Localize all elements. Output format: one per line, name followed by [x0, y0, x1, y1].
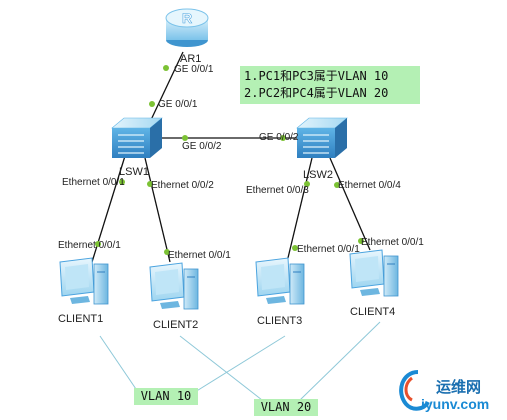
watermark-logo-icon	[399, 370, 430, 411]
client2-pc-icon[interactable]	[149, 262, 199, 310]
router-glyph: R	[182, 10, 192, 26]
watermark-title: 运维网	[436, 379, 482, 396]
port-label-client3: Ethernet 0/0/1	[297, 244, 360, 255]
router-ar1-name: AR1	[180, 53, 202, 65]
port-label-lsw2-eth3: Ethernet 0/0/3	[246, 185, 309, 196]
port-label-lsw2-trunk: GE 0/0/2	[259, 132, 299, 143]
vlan20-link-client2	[179, 335, 263, 401]
client4-name: CLIENT4	[350, 306, 396, 318]
link-ar1-lsw1	[149, 51, 184, 123]
switch-lsw2-name: LSW2	[303, 169, 333, 181]
vlan-note-line-2: 2.PC2和PC4属于VLAN 20	[244, 86, 389, 100]
vlan10-link-client3	[194, 335, 286, 393]
port-dot-client3	[292, 245, 298, 251]
link-lsw2-client4	[329, 157, 371, 251]
port-dot-lsw1-eth2	[147, 181, 153, 187]
port-label-lsw2-eth4: Ethernet 0/0/4	[338, 180, 401, 191]
port-dot-lsw1-trunk	[182, 135, 188, 141]
client4-pc-icon[interactable]	[349, 249, 399, 297]
vlan20-link-client4	[299, 321, 381, 401]
vlan20-box: VLAN 20	[254, 399, 318, 416]
port-dot-client4	[358, 238, 364, 244]
port-dot-lsw1-up	[149, 101, 155, 107]
vlan-association-lines	[99, 321, 381, 401]
client3-name: CLIENT3	[257, 315, 303, 327]
port-label-lsw1-up: GE 0/0/1	[158, 99, 198, 110]
port-dot-lsw2-eth3	[304, 181, 310, 187]
client1-pc-icon[interactable]	[59, 257, 109, 305]
link-lsw1-client2	[144, 157, 171, 263]
switch-lsw1-name: LSW1	[119, 166, 149, 178]
port-label-client4: Ethernet 0/0/1	[361, 237, 424, 248]
client1-name: CLIENT1	[58, 313, 104, 325]
vlan-note-line-1: 1.PC1和PC3属于VLAN 10	[244, 69, 389, 83]
client2-name: CLIENT2	[153, 319, 199, 331]
port-dot-lsw1-eth1	[119, 179, 125, 185]
port-label-lsw1-eth2: Ethernet 0/0/2	[151, 180, 214, 191]
watermark-url: iyunv.com	[421, 396, 490, 412]
vlan-note-box: 1.PC1和PC3属于VLAN 10 2.PC2和PC4属于VLAN 20	[240, 66, 420, 104]
port-label-lsw1-eth1: Ethernet 0/0/1	[62, 177, 125, 188]
port-dot-client1	[95, 241, 101, 247]
client3-pc-icon[interactable]	[255, 257, 305, 305]
router-ar1-icon[interactable]: R	[165, 8, 209, 47]
link-lsw2-client3	[286, 157, 313, 263]
port-dot-lsw2-trunk	[280, 135, 286, 141]
port-dots	[95, 65, 364, 255]
port-dot-client2	[164, 249, 170, 255]
port-label-lsw1-trunk: GE 0/0/2	[182, 141, 222, 152]
vlan10-link-client1	[99, 335, 139, 393]
switch-lsw2-icon[interactable]	[296, 117, 348, 158]
port-label-client2: Ethernet 0/0/1	[168, 250, 231, 261]
switch-lsw1-icon[interactable]	[111, 117, 163, 158]
vlan10-box: VLAN 10	[134, 388, 198, 405]
port-label-client1: Ethernet 0/0/1	[58, 240, 121, 251]
port-dot-lsw2-eth4	[334, 182, 340, 188]
port-dot-ar1	[163, 65, 169, 71]
port-label-ar1-ge: GE 0/0/1	[174, 64, 214, 75]
